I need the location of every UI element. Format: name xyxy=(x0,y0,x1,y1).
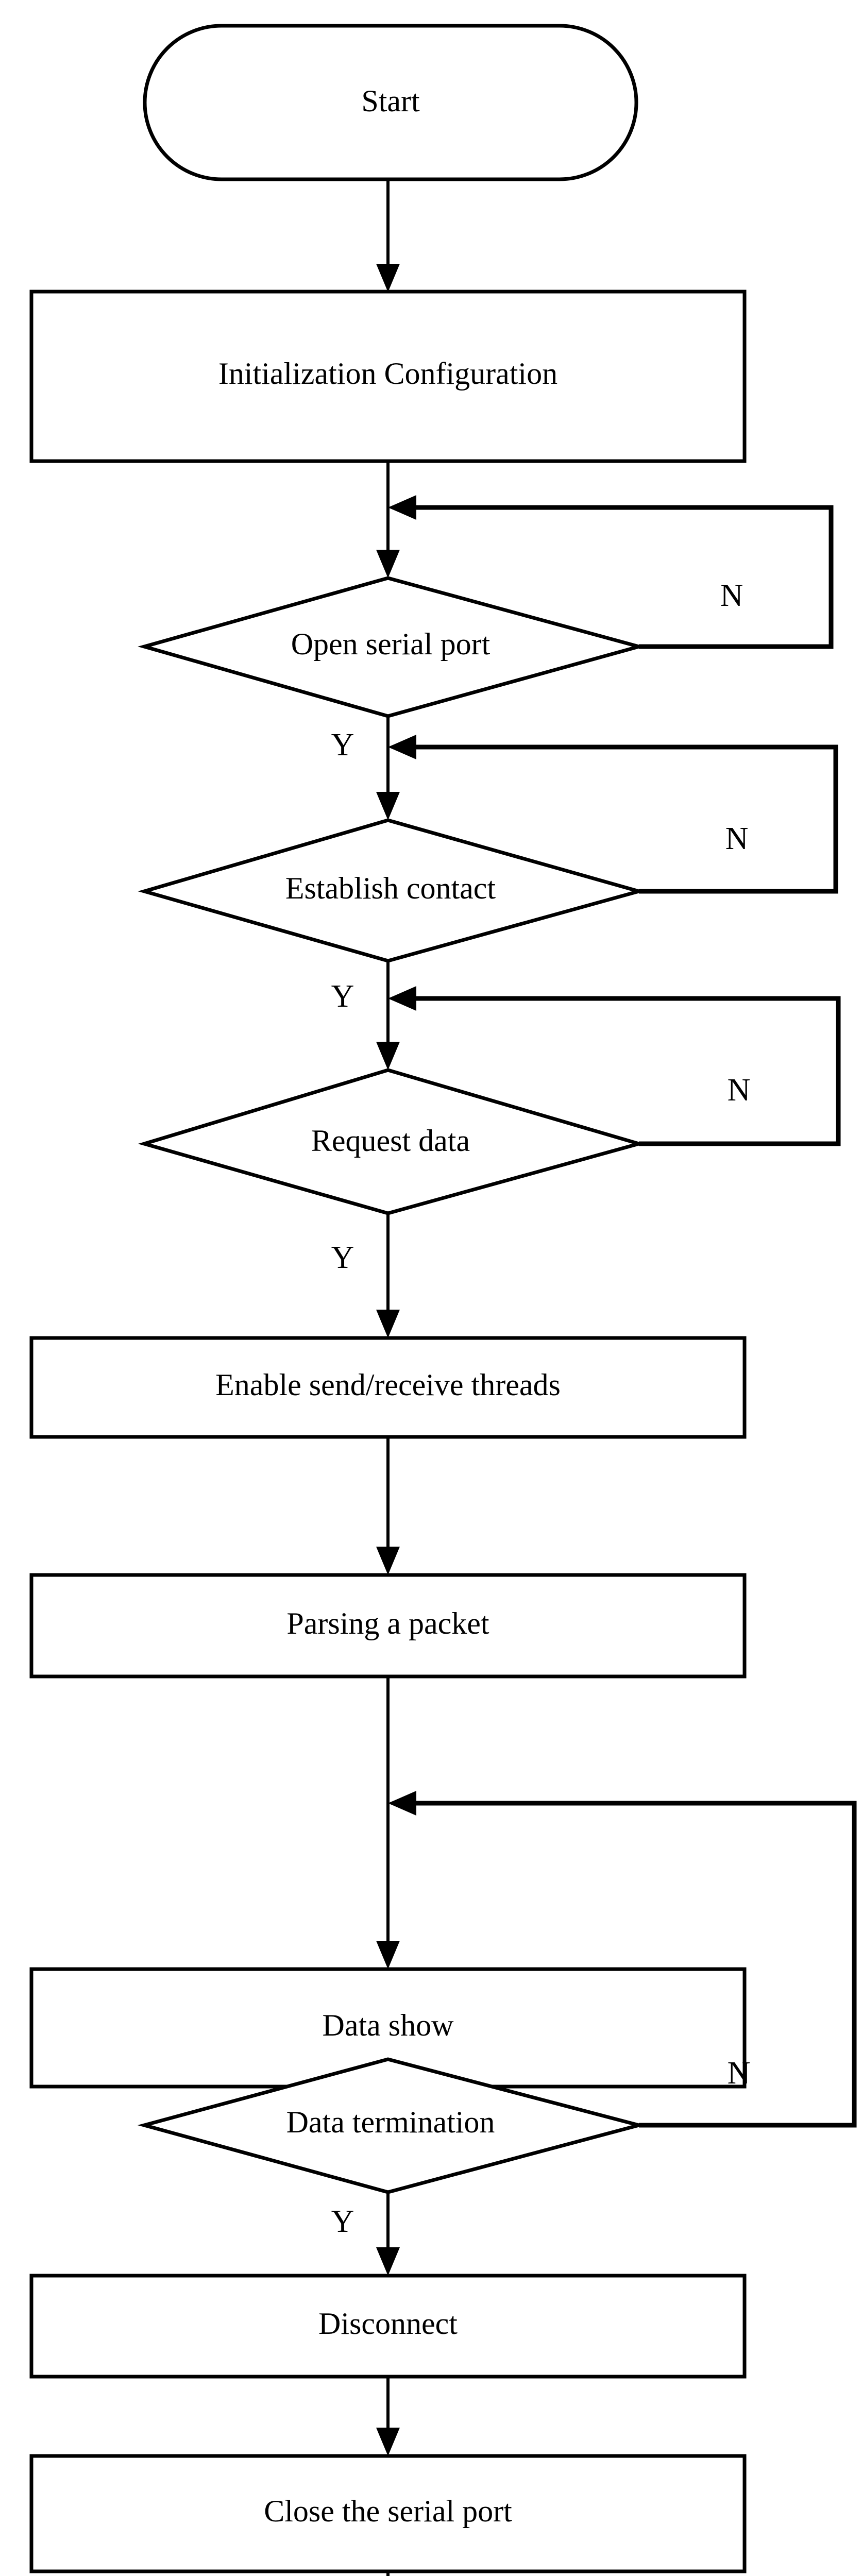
node-enable-threads-label: Enable send/receive threads xyxy=(215,1368,561,1402)
edge-request-data-no-loop xyxy=(388,986,841,1146)
edge-enable-threads-to-parsing-packet xyxy=(376,1437,400,1575)
edge-open-serial-port-no-loop xyxy=(388,495,834,649)
node-disconnect-label: Disconnect xyxy=(318,2307,458,2341)
edge-establish-contact-yes xyxy=(376,961,400,1070)
edge-data-termination-no-loop xyxy=(388,1791,857,2128)
node-parsing-packet-label: Parsing a packet xyxy=(286,1606,489,1640)
branch-label-yes-data-termination: Y xyxy=(331,2204,354,2239)
branch-label-yes-establish-contact: Y xyxy=(331,979,354,1014)
node-start-label: Start xyxy=(361,84,420,118)
node-close-serial-port-label: Close the serial port xyxy=(264,2494,512,2528)
node-enable-threads[interactable]: Enable send/receive threads xyxy=(29,1336,747,1439)
node-request-data[interactable]: Request data xyxy=(138,1068,646,1215)
branch-label-no-data-termination: N xyxy=(728,2056,751,2091)
branch-label-yes-request-data: Y xyxy=(331,1240,354,1275)
branch-label-yes-open-serial-port: Y xyxy=(331,727,354,762)
edge-parsing-packet-to-data-show xyxy=(376,1677,400,1969)
branch-label-no-establish-contact: N xyxy=(725,821,749,856)
branch-label-no-open-serial-port: N xyxy=(720,578,743,613)
node-open-serial-port[interactable]: Open serial port xyxy=(138,576,646,718)
node-request-data-label: Request data xyxy=(311,1124,470,1158)
edge-init-to-open-serial-port xyxy=(376,461,400,578)
node-start[interactable]: Start xyxy=(143,24,638,181)
edge-establish-contact-no-loop xyxy=(388,735,838,894)
node-parsing-packet[interactable]: Parsing a packet xyxy=(29,1573,747,1679)
node-open-serial-port-label: Open serial port xyxy=(291,627,491,661)
node-establish-contact[interactable]: Establish contact xyxy=(138,818,646,963)
node-init[interactable]: Initialization Configuration xyxy=(29,290,747,463)
node-data-show-label: Data show xyxy=(323,2008,454,2042)
node-establish-contact-label: Establish contact xyxy=(285,871,496,905)
branch-label-no-request-data: N xyxy=(728,1073,751,1108)
node-init-label: Initialization Configuration xyxy=(218,357,557,391)
edge-data-termination-yes xyxy=(376,2192,400,2276)
node-data-termination-label: Data termination xyxy=(286,2105,495,2139)
node-close-serial-port[interactable]: Close the serial port xyxy=(29,2454,747,2573)
edge-open-serial-port-yes xyxy=(376,716,400,820)
node-disconnect[interactable]: Disconnect xyxy=(29,2274,747,2379)
node-data-termination[interactable]: Data termination xyxy=(137,2057,646,2194)
edge-request-data-yes xyxy=(376,1213,400,1338)
edge-start-to-init xyxy=(376,179,400,292)
edge-disconnect-to-close-serial-port xyxy=(376,2376,400,2456)
